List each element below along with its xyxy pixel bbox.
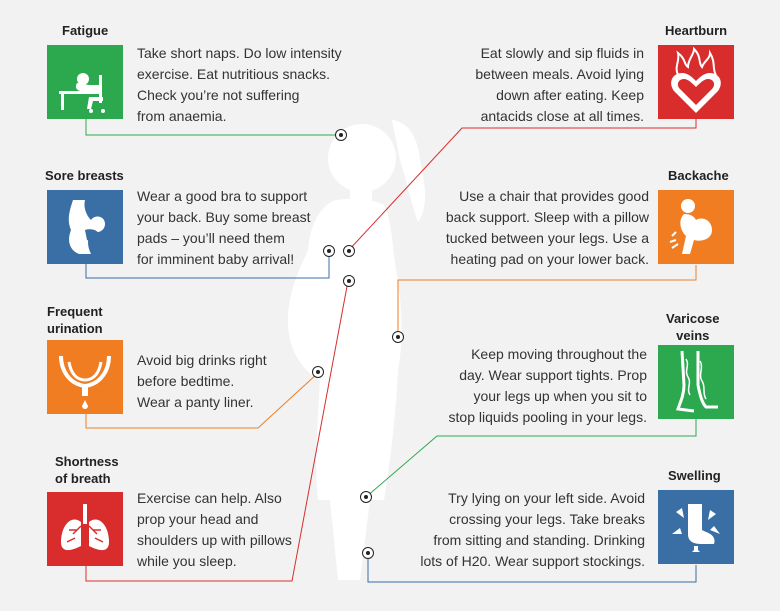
varicose-veins-point	[360, 491, 372, 503]
tired-person-at-desk-icon	[47, 45, 123, 119]
legs-veins-icon	[658, 345, 734, 419]
swollen-foot-icon	[658, 490, 734, 564]
swelling-point	[362, 547, 374, 559]
fatigue-point	[335, 129, 347, 141]
heart-flame-icon	[658, 45, 734, 119]
breast-pain-icon	[47, 190, 123, 264]
shortness-of-breath-point	[343, 275, 355, 287]
bladder-icon	[47, 340, 123, 414]
swelling-title: Swelling	[668, 468, 721, 483]
backache-title: Backache	[668, 168, 729, 183]
sore-breasts-point	[323, 245, 335, 257]
sore-breasts-title: Sore breasts	[45, 168, 124, 183]
heartburn-title: Heartburn	[665, 23, 728, 38]
frequent-urination-point	[312, 366, 324, 378]
backache-point	[392, 331, 404, 343]
pregnant-back-pain-icon	[658, 190, 734, 264]
heartburn-point	[343, 245, 355, 257]
fatigue-title: Fatigue	[62, 23, 109, 38]
lungs-icon	[47, 492, 123, 566]
